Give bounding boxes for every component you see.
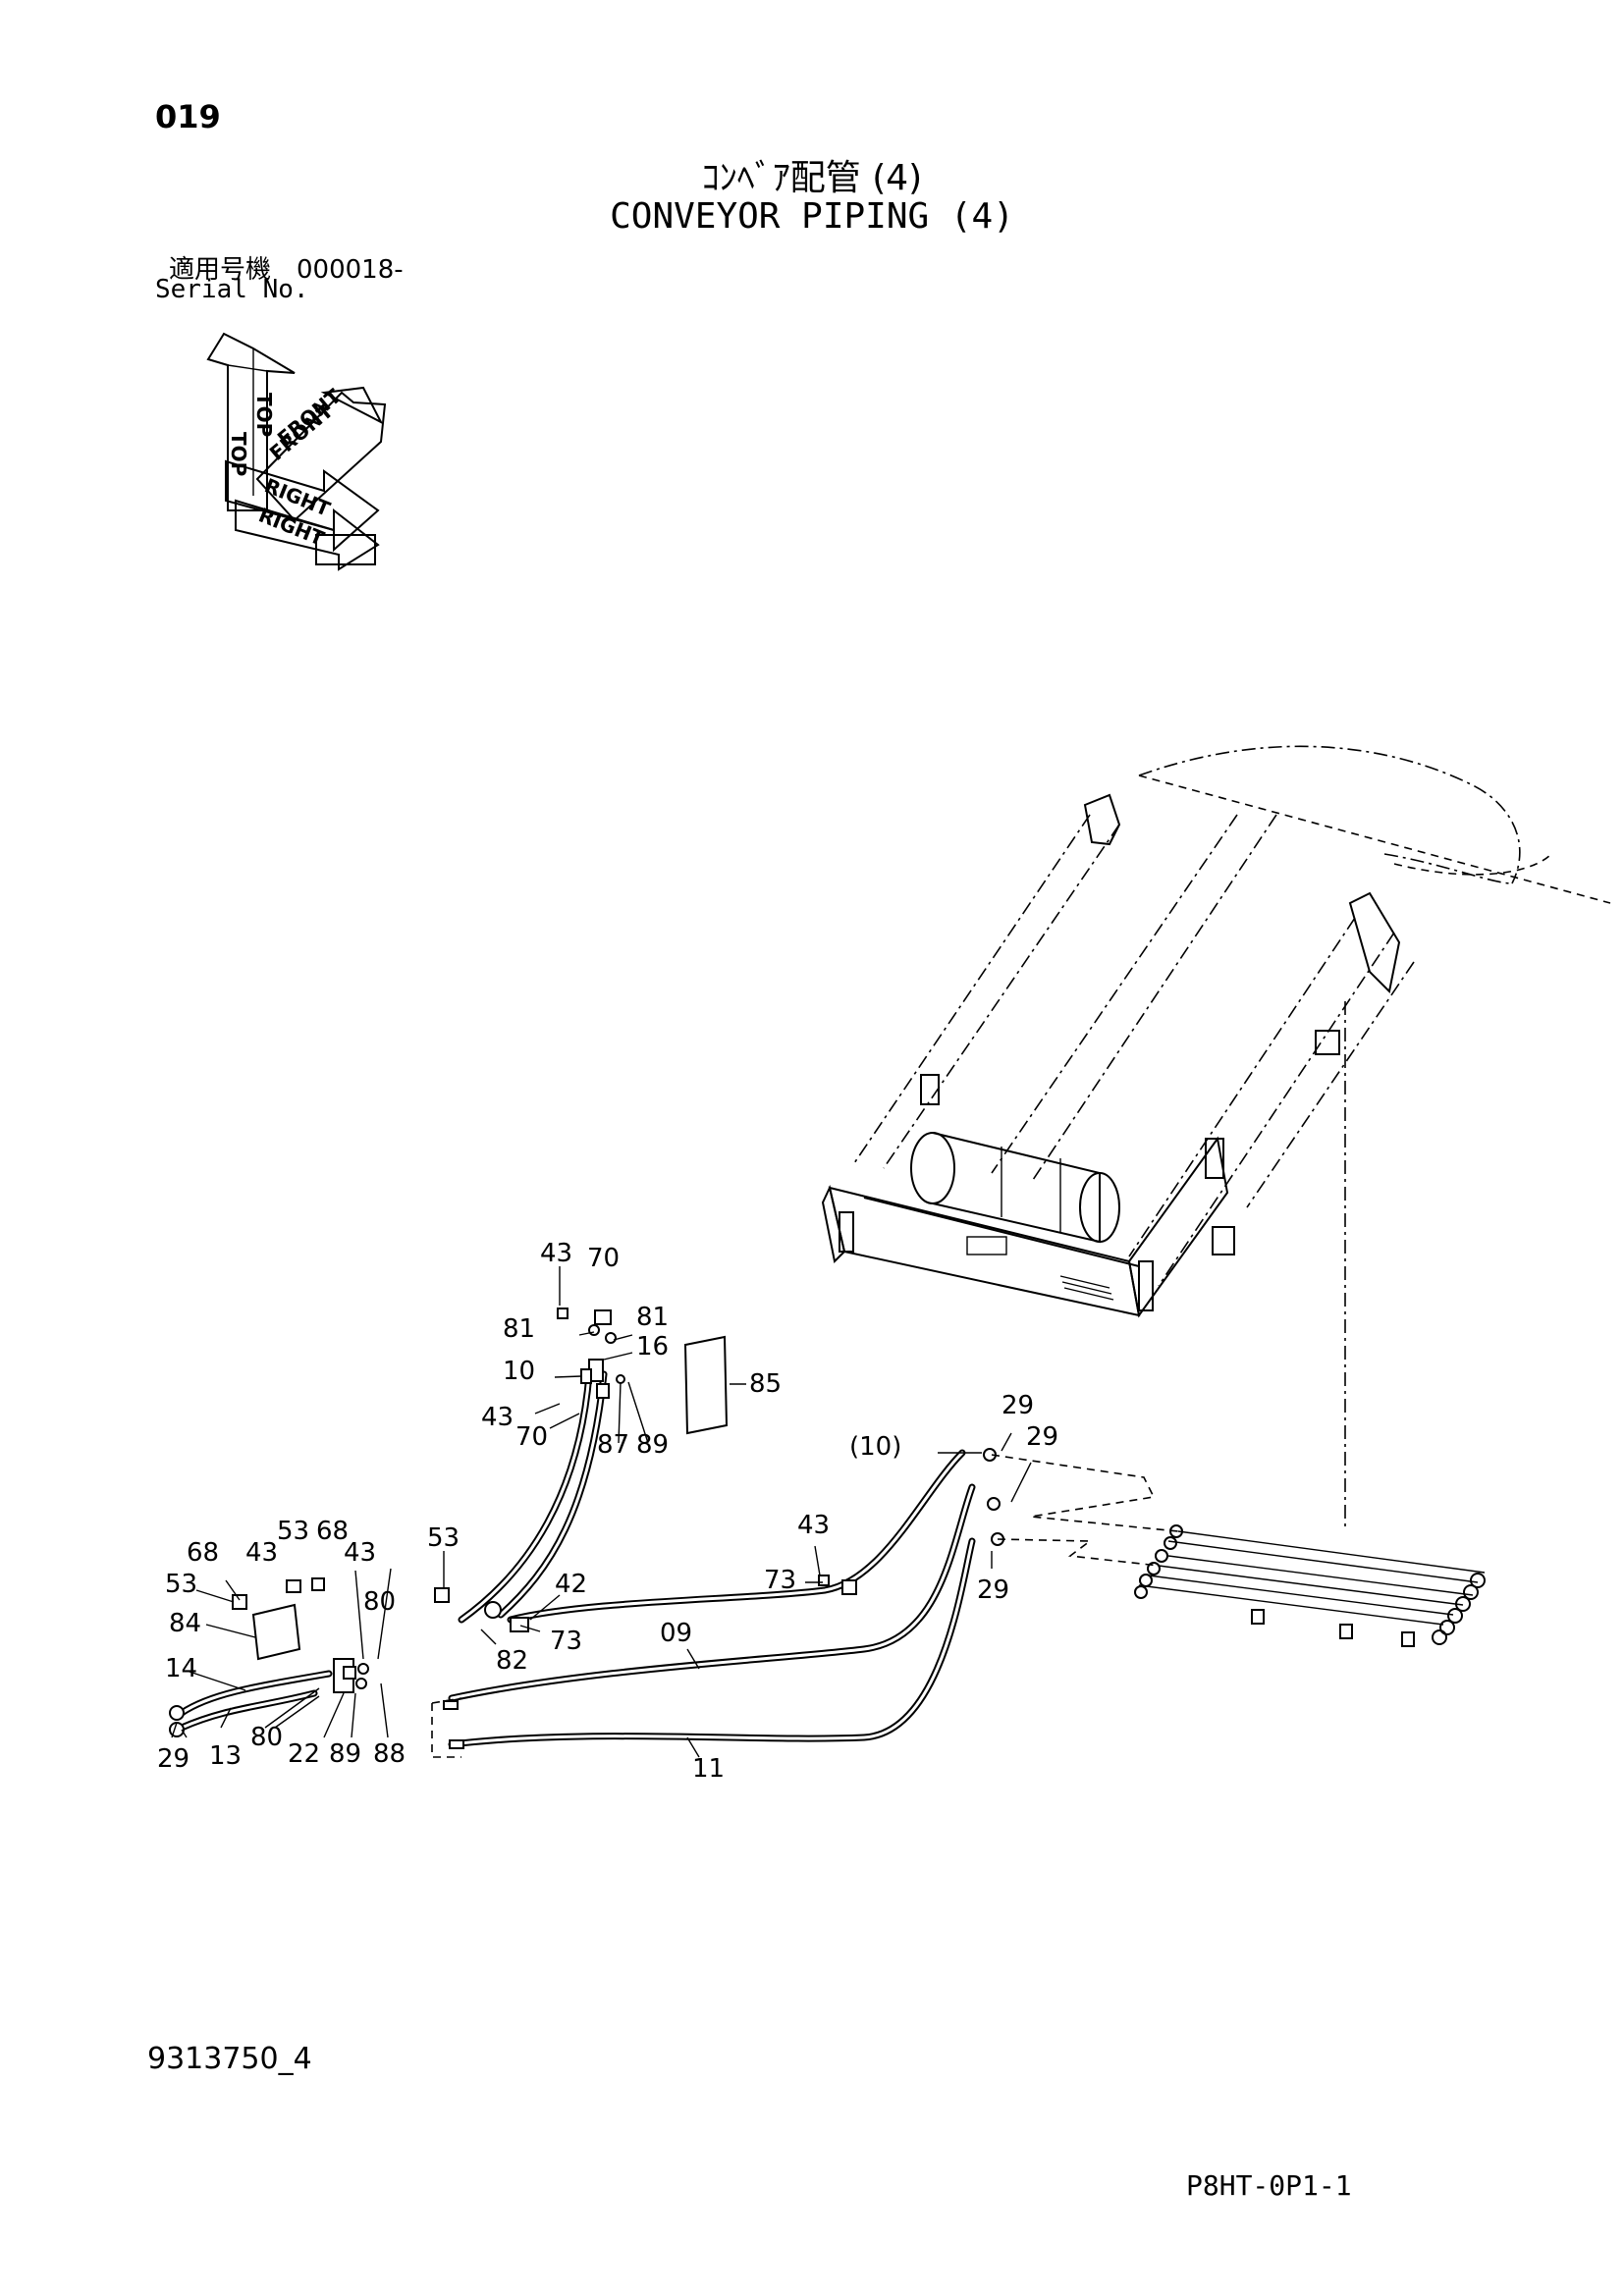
callout-80-lower: 80 xyxy=(250,1723,283,1752)
callout-42: 42 xyxy=(555,1570,587,1599)
drawing-number: 9313750_4 xyxy=(147,2042,312,2076)
callout-29-mid: 29 xyxy=(1026,1422,1058,1452)
callout-43-right: 43 xyxy=(797,1511,830,1540)
small-parts xyxy=(169,1308,1004,1749)
callout-82: 82 xyxy=(496,1646,528,1676)
callout-53-upper: 53 xyxy=(277,1517,309,1546)
callout-29-lower: 29 xyxy=(977,1575,1009,1605)
callout-89-top: 89 xyxy=(636,1430,669,1460)
callout-81-left: 81 xyxy=(503,1314,535,1344)
callout-10: 10 xyxy=(503,1357,535,1386)
callout-89-lower: 89 xyxy=(329,1739,361,1769)
callout-53-mid: 53 xyxy=(427,1523,460,1553)
page-number: 019 xyxy=(155,98,221,135)
callout-labels: 43 70 81 81 16 10 85 43 70 87 89 29 29 (… xyxy=(157,1239,1058,1784)
hose-lines xyxy=(178,1370,976,1748)
callout-10-ref: (10) xyxy=(849,1432,901,1462)
callout-88: 88 xyxy=(373,1739,406,1769)
callout-09: 09 xyxy=(660,1619,692,1648)
serial-label-japanese: 適用号機 000018- xyxy=(169,255,404,285)
title-japanese: ｺﾝﾍﾞｱ配管 (4) xyxy=(701,158,923,198)
orientation-indicator: TOP TOP FRONT FRONT RIGHT RIGHT xyxy=(206,332,387,571)
callout-43-mid: 43 xyxy=(481,1403,514,1432)
callout-73-mid: 73 xyxy=(550,1627,582,1656)
callout-81-right: 81 xyxy=(636,1303,669,1332)
callout-80-upper: 80 xyxy=(363,1587,396,1617)
title-english: CONVEYOR PIPING (4) xyxy=(610,196,1014,237)
phantom-lines xyxy=(431,1454,1179,1758)
orient-label-top-1: TOP xyxy=(227,432,250,476)
callout-84: 84 xyxy=(169,1609,201,1638)
sheet-code: P8HT-0P1-1 xyxy=(1186,2169,1352,2202)
callout-16: 16 xyxy=(636,1332,669,1362)
callout-70-top: 70 xyxy=(587,1244,620,1273)
orient-label-top-2: TOP xyxy=(252,393,276,437)
callout-29-upper: 29 xyxy=(1001,1391,1034,1420)
serial-label-english: Serial No. xyxy=(155,275,309,304)
callout-85: 85 xyxy=(749,1369,782,1399)
conveyor-frame xyxy=(821,745,1611,1531)
callout-68-left: 68 xyxy=(187,1538,219,1568)
leader-lines xyxy=(171,1266,1032,1758)
callout-13: 13 xyxy=(209,1741,242,1771)
callout-43-top: 43 xyxy=(540,1239,572,1268)
callout-22: 22 xyxy=(288,1739,320,1769)
callout-14: 14 xyxy=(165,1654,197,1683)
callout-43-left2: 43 xyxy=(344,1538,376,1568)
callout-29-left: 29 xyxy=(157,1744,189,1774)
callout-68-upper: 68 xyxy=(316,1517,349,1546)
callout-11: 11 xyxy=(692,1754,725,1784)
callout-53-left: 53 xyxy=(165,1570,197,1599)
callout-73-right: 73 xyxy=(764,1566,796,1595)
callout-70-mid: 70 xyxy=(515,1422,548,1452)
fitting-block-group xyxy=(1134,1524,1486,1647)
callout-87: 87 xyxy=(597,1430,629,1460)
callout-43-left: 43 xyxy=(245,1538,278,1568)
